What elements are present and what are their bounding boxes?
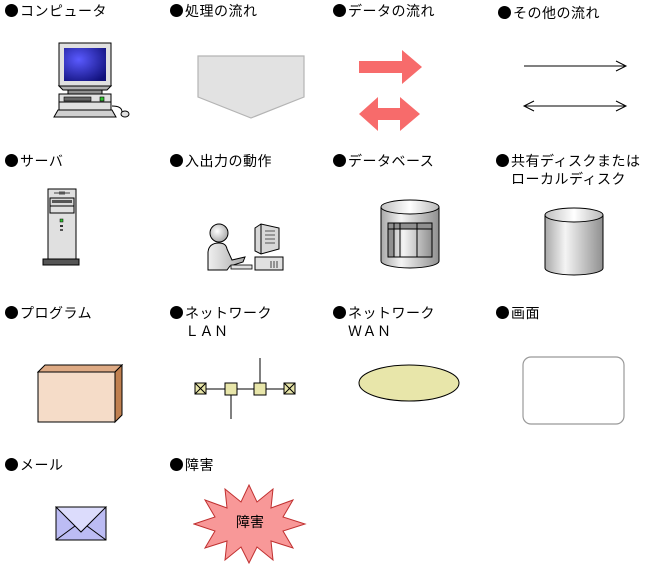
label-text-line2: ローカルディスク: [511, 172, 627, 188]
network-wan-icon: [357, 363, 463, 405]
failure-burst-icon: 障害: [193, 484, 307, 564]
legend-label-network-lan: ネットワーク ＬＡＮ: [170, 305, 272, 341]
label-text-line2: ＷＡＮ: [348, 324, 392, 340]
screen-icon: [522, 356, 626, 426]
bullet-icon: [496, 154, 509, 167]
bullet-icon: [333, 4, 346, 17]
bullet-icon: [170, 458, 183, 471]
bullet-icon: [5, 4, 18, 17]
process-flow-arrow-icon: [197, 55, 307, 121]
bullet-icon: [170, 306, 183, 319]
label-text: データの流れ: [348, 4, 435, 20]
label-text-line1: 共有ディスクまたは: [511, 154, 641, 170]
bullet-icon: [498, 6, 511, 19]
label-text: その他の流れ: [513, 6, 600, 22]
label-text: プログラム: [20, 306, 93, 322]
data-flow-arrow-icon: [358, 50, 424, 86]
shared-disk-icon: [543, 206, 605, 278]
legend-label-process-flow: 処理の流れ: [170, 3, 258, 21]
label-text: 入出力の動作: [185, 154, 272, 170]
io-operation-user-at-computer-icon: [205, 222, 285, 272]
failure-label: 障害: [236, 515, 264, 531]
bullet-icon: [496, 306, 509, 319]
legend-label-other-flow: その他の流れ: [498, 5, 600, 23]
other-flow-arrow-icon: [522, 58, 630, 74]
legend-label-io-operation: 入出力の動作: [170, 153, 272, 171]
computer-icon: [52, 40, 132, 120]
label-text: 画面: [511, 306, 540, 322]
other-flow-bidirectional-arrow-icon: [522, 98, 630, 114]
legend-label-database: データベース: [333, 153, 434, 171]
bullet-icon: [5, 306, 18, 319]
legend-label-shared-disk: 共有ディスクまたは ローカルディスク: [496, 153, 641, 189]
legend-label-server: サーバ: [5, 153, 63, 171]
legend-label-data-flow: データの流れ: [333, 3, 435, 21]
label-text-line2: ＬＡＮ: [185, 324, 229, 340]
program-box-icon: [37, 364, 125, 424]
label-text: サーバ: [20, 154, 64, 170]
label-text: 処理の流れ: [185, 4, 258, 20]
label-text: コンピュータ: [20, 4, 107, 20]
data-flow-bidirectional-arrow-icon: [358, 97, 424, 133]
legend-label-program: プログラム: [5, 305, 92, 323]
label-text: 障害: [185, 458, 214, 474]
bullet-icon: [333, 154, 346, 167]
legend-label-screen: 画面: [496, 305, 540, 323]
bullet-icon: [5, 154, 18, 167]
bullet-icon: [170, 154, 183, 167]
bullet-icon: [333, 306, 346, 319]
network-lan-icon: [192, 356, 298, 422]
label-text-line1: ネットワーク: [348, 306, 435, 322]
label-text: メール: [20, 458, 64, 474]
legend-label-computer: コンピュータ: [5, 3, 107, 21]
bullet-icon: [5, 458, 18, 471]
legend-label-mail: メール: [5, 457, 64, 475]
legend-label-network-wan: ネットワーク ＷＡＮ: [333, 305, 435, 341]
label-text-line1: ネットワーク: [185, 306, 272, 322]
label-text: データベース: [348, 154, 435, 170]
legend-label-failure: 障害: [170, 457, 214, 475]
bullet-icon: [170, 4, 183, 17]
mail-envelope-icon: [55, 506, 109, 542]
server-icon: [42, 188, 82, 268]
database-icon: [379, 198, 441, 270]
